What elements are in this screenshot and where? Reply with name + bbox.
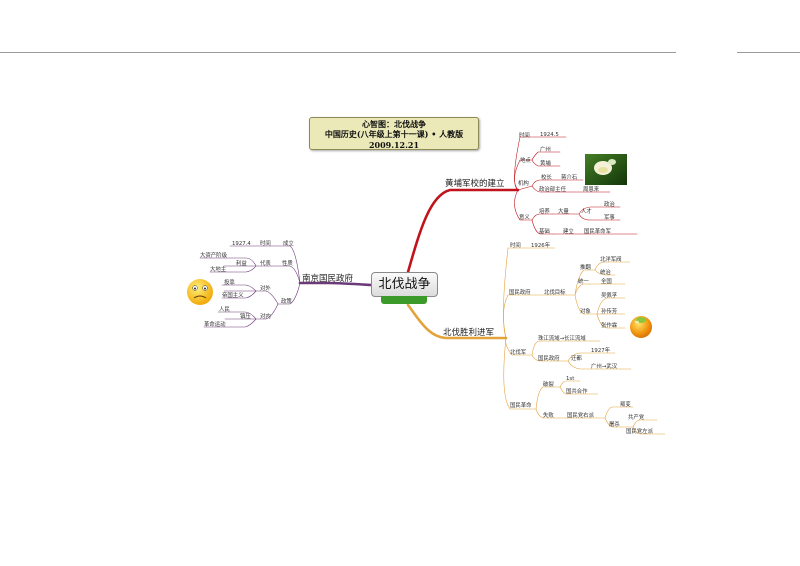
beifa-move-capital: 迁都	[571, 354, 582, 362]
beifa-kmt-right: 国民党右派	[567, 411, 595, 419]
beifa-time-value: 1926年	[531, 241, 551, 249]
title-line-2: 中国历史(八年级上第十一课) • 人教版	[324, 129, 464, 140]
huangpu-place-1: 广州	[540, 145, 551, 153]
beifa-goal: 北伐目标	[544, 288, 566, 296]
beifa-split-cooperation: 国共合作	[566, 387, 588, 395]
beifa-nation: 全国	[601, 277, 612, 285]
nanjing-nature: 性质	[282, 259, 293, 267]
huangpu-time-value: 1924.5	[540, 132, 559, 138]
nanjing-foreign: 对外	[260, 284, 271, 292]
huangpu-branch-title: 黄埔军校的建立	[445, 178, 505, 189]
orange-ball-icon	[630, 316, 652, 338]
huangpu-political-name: 周恩来	[583, 185, 600, 193]
huangpu-significance: 意义	[519, 213, 530, 221]
huangpu-politics: 政治	[604, 200, 615, 208]
huangpu-time: 时间	[519, 131, 530, 139]
huangpu-org: 机构	[518, 179, 529, 187]
title-line-3: 2009.12.21	[368, 139, 420, 150]
huangpu-nra: 国民革命军	[584, 227, 611, 235]
top-rule-right	[737, 52, 800, 53]
nanjing-branch-title: 南京国民政府	[302, 273, 354, 284]
huangpu-military: 军事	[604, 213, 615, 221]
beifa-gov-2: 国民政府	[538, 354, 560, 362]
beifa-target: 对象	[580, 307, 591, 315]
central-topic: 北伐战争	[371, 272, 438, 306]
beifa-split-first: 1st	[566, 376, 574, 382]
beifa-move-route: 广州→武汉	[591, 362, 618, 370]
huangpu-cultivate: 培养	[539, 207, 550, 215]
beifa-branch-title: 北伐胜利进军	[443, 327, 494, 338]
beifa-unify: 统一	[578, 277, 589, 285]
huangpu-political-label: 政治部主任	[539, 185, 567, 193]
huangpu-foundation: 基础	[539, 227, 550, 235]
beifa-gov: 国民政府	[509, 288, 531, 296]
beifa-target-wu: 吴佩孚	[601, 291, 618, 299]
nanjing-found: 成立	[283, 239, 294, 247]
title-line-1: 心智图：北伐战争	[362, 119, 426, 129]
nanjing-imperialism: 帝国主义	[222, 291, 244, 299]
beifa-revolution: 国民革命	[510, 401, 532, 409]
nanjing-bourgeois: 大资产阶级	[200, 251, 228, 259]
beifa-army-route: 珠江流域→长江流域	[538, 334, 586, 342]
worried-face-icon	[187, 279, 213, 305]
beifa-move-year: 1927年	[591, 346, 611, 354]
nanjing-represent: 代表	[260, 259, 271, 267]
beifa-fail: 失败	[543, 411, 554, 419]
beifa-overthrow: 推翻	[580, 263, 591, 271]
beifa-massacre-ccp: 共产党	[628, 413, 645, 421]
huangpu-large-number: 大量	[558, 207, 569, 215]
lotus-flower-image	[585, 154, 627, 185]
beifa-rule: 统治	[600, 268, 611, 276]
nanjing-interest: 利益	[236, 259, 247, 267]
huangpu-principal-name: 蒋介石	[561, 173, 578, 181]
beifa-massacre: 屠杀	[609, 420, 620, 428]
nanjing-movement: 革命运动	[204, 320, 226, 328]
nanjing-time-value: 1927.4	[232, 241, 251, 247]
beifa-beiyang: 北洋军阀	[600, 255, 622, 263]
huangpu-place-2: 黄埔	[540, 159, 551, 167]
beifa-betray: 叛变	[620, 400, 631, 408]
connector-lines	[199, 136, 666, 435]
nanjing-landlord: 大地主	[210, 265, 227, 273]
beifa-time: 时间	[510, 241, 521, 249]
nanjing-time: 时间	[260, 239, 271, 247]
nanjing-domestic: 对内	[260, 312, 271, 320]
top-rule-left	[0, 52, 676, 53]
huangpu-talent: 人才	[581, 207, 592, 215]
nanjing-suppress: 镇压	[240, 312, 251, 320]
central-topic-bar	[381, 296, 427, 304]
huangpu-principal-label: 校长	[541, 173, 552, 181]
nanjing-rely: 投靠	[224, 278, 235, 286]
beifa-target-sun: 孙传芳	[601, 307, 618, 315]
beifa-target-zhang: 张作霖	[601, 321, 618, 329]
beifa-army: 北伐军	[510, 348, 526, 356]
huangpu-establish: 建立	[563, 227, 574, 235]
nanjing-policy: 政策	[281, 297, 292, 305]
nanjing-people: 人民	[219, 306, 230, 313]
beifa-massacre-kmt-left: 国民党左派	[626, 427, 654, 435]
beifa-split: 破裂	[543, 380, 554, 388]
central-topic-label: 北伐战争	[371, 272, 438, 297]
huangpu-place: 地点	[520, 156, 531, 164]
title-box: 心智图：北伐战争 中国历史(八年级上第十一课) • 人教版 2009.12.21	[309, 117, 479, 150]
